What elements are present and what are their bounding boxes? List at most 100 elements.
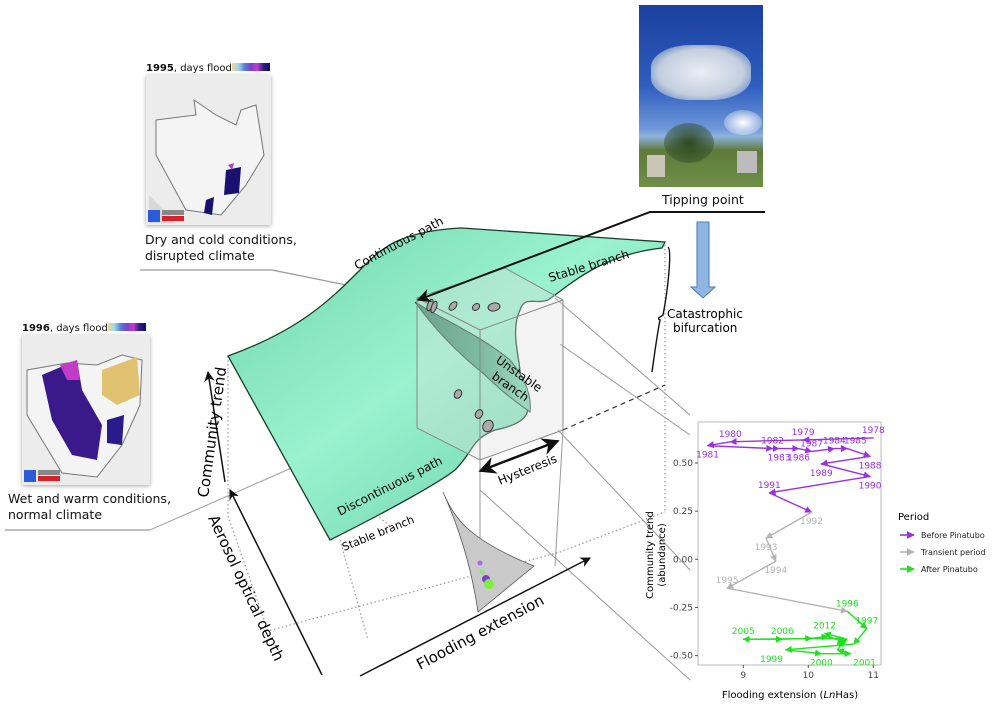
year-label: 1997	[855, 617, 878, 627]
year-label: 1983	[768, 454, 791, 464]
data-point	[802, 439, 804, 441]
label-hysteresis: Hysteresis	[496, 451, 559, 487]
data-point	[866, 628, 868, 630]
series-segment-before-pinatubo	[798, 446, 813, 454]
axis-flooding-arrow	[359, 557, 591, 677]
map-1996	[22, 335, 150, 485]
legend-title: Period	[898, 512, 929, 523]
legend-label: After Pinatubo	[921, 565, 978, 574]
label-bifurcation: bifurcation	[673, 321, 737, 335]
data-point	[820, 463, 822, 465]
legend-label: Before Pinatubo	[921, 531, 985, 540]
data-point	[784, 649, 787, 651]
data-point	[843, 639, 845, 641]
data-point	[840, 637, 842, 639]
series-segment-after-pinatubo	[837, 637, 845, 646]
year-label: 1979	[792, 428, 815, 438]
data-point	[781, 638, 783, 640]
data-point	[836, 643, 839, 645]
map-1995-caption-line2: disrupted climate	[145, 248, 255, 263]
data-point	[869, 475, 871, 478]
year-label: 1990	[859, 481, 882, 491]
map-1996-shape	[24, 354, 143, 482]
year-label: 1988	[859, 461, 882, 471]
pinatubo-photo	[639, 5, 763, 187]
series-segment-after-pinatubo	[853, 628, 868, 645]
inset-connector-1	[554, 297, 691, 416]
series-segment-transient-period	[726, 587, 848, 614]
inset-connector-4	[479, 489, 691, 681]
x-tick-label: 10	[803, 671, 815, 681]
surface-sheet	[227, 227, 667, 541]
tipping-point-label: Tipping point	[662, 192, 744, 207]
year-label: 1999	[760, 655, 783, 665]
data-point	[823, 632, 826, 635]
data-point	[827, 635, 829, 637]
data-point	[820, 653, 822, 655]
year-label: 1993	[755, 543, 778, 553]
map-1996-caption-line2: normal climate	[8, 507, 103, 522]
year-label: 2001	[853, 659, 876, 669]
series-segment-before-pinatubo	[768, 475, 871, 496]
series-segment-before-pinatubo	[707, 444, 774, 452]
series-segment-before-pinatubo	[821, 463, 871, 479]
building-right	[737, 151, 757, 173]
surface-data-rings	[426, 298, 501, 433]
data-point	[742, 638, 744, 640]
inset-connector-2	[559, 343, 691, 436]
data-point	[836, 649, 839, 651]
data-point	[872, 437, 874, 439]
year-label: 1991	[758, 481, 781, 491]
x-tick-label: 11	[868, 671, 879, 681]
tipping-point-arrow	[416, 211, 765, 303]
map-1996-caption-line1: Wet and warm conditions,	[8, 491, 171, 506]
axis-label-aerosol: Aerosol optical depth	[204, 512, 287, 664]
map-1995-caption: Dry and cold conditions, disrupted clima…	[145, 232, 305, 264]
data-point	[846, 610, 848, 612]
map-1996-title-suffix: , days flooded	[49, 323, 121, 334]
series-segment-before-pinatubo	[729, 438, 804, 446]
series-segment-after-pinatubo	[836, 648, 851, 655]
projection-dot	[484, 579, 494, 589]
year-label: 1986	[787, 454, 810, 464]
data-point	[833, 447, 835, 450]
bifurcation-brace	[651, 246, 671, 373]
tree	[664, 123, 714, 163]
y-tick-label: -0.25	[670, 603, 693, 613]
y-tick-label: 0.00	[673, 555, 693, 565]
hysteresis-arrow	[478, 438, 560, 474]
map-1995-title: 1995, days flooded	[146, 63, 244, 74]
year-label: 1994	[764, 566, 787, 576]
data-point	[729, 441, 731, 443]
series-segment-transient-period	[726, 560, 777, 589]
year-label: 2005	[732, 627, 755, 637]
series-segment-before-pinatubo	[820, 455, 871, 467]
data-point	[768, 492, 770, 494]
map-1995-legend-scale	[232, 63, 270, 71]
year-label: 1995	[716, 576, 739, 586]
data-point	[797, 447, 800, 450]
box-drop-line-2	[554, 429, 564, 567]
year-label: 2012	[813, 621, 836, 631]
box-edge	[479, 299, 564, 331]
surface-fold	[414, 301, 531, 413]
year-label: 1981	[696, 451, 719, 461]
year-label: 1984	[823, 437, 846, 447]
inset-series	[706, 436, 874, 658]
data-point	[810, 511, 813, 513]
label-catastrophic: Catastrophic	[667, 307, 743, 321]
year-label: 1987	[800, 439, 823, 449]
cusp-projection	[442, 491, 535, 613]
y-tick-label: 0.25	[673, 507, 693, 517]
map-1995-title-suffix: , days flooded	[173, 63, 245, 74]
year-label: 1996	[836, 599, 859, 609]
year-label: 1980	[719, 430, 742, 440]
year-label: 2000	[810, 659, 833, 669]
year-label: 1978	[862, 426, 885, 436]
series-segment-transient-period	[765, 511, 812, 539]
data-point	[706, 445, 709, 447]
series-segment-before-pinatubo	[847, 447, 871, 458]
inset-year-labels: 1978197919801981198219831984198519861987…	[696, 426, 885, 669]
projection-dot	[479, 569, 485, 575]
cumulus-cloud	[724, 110, 762, 135]
